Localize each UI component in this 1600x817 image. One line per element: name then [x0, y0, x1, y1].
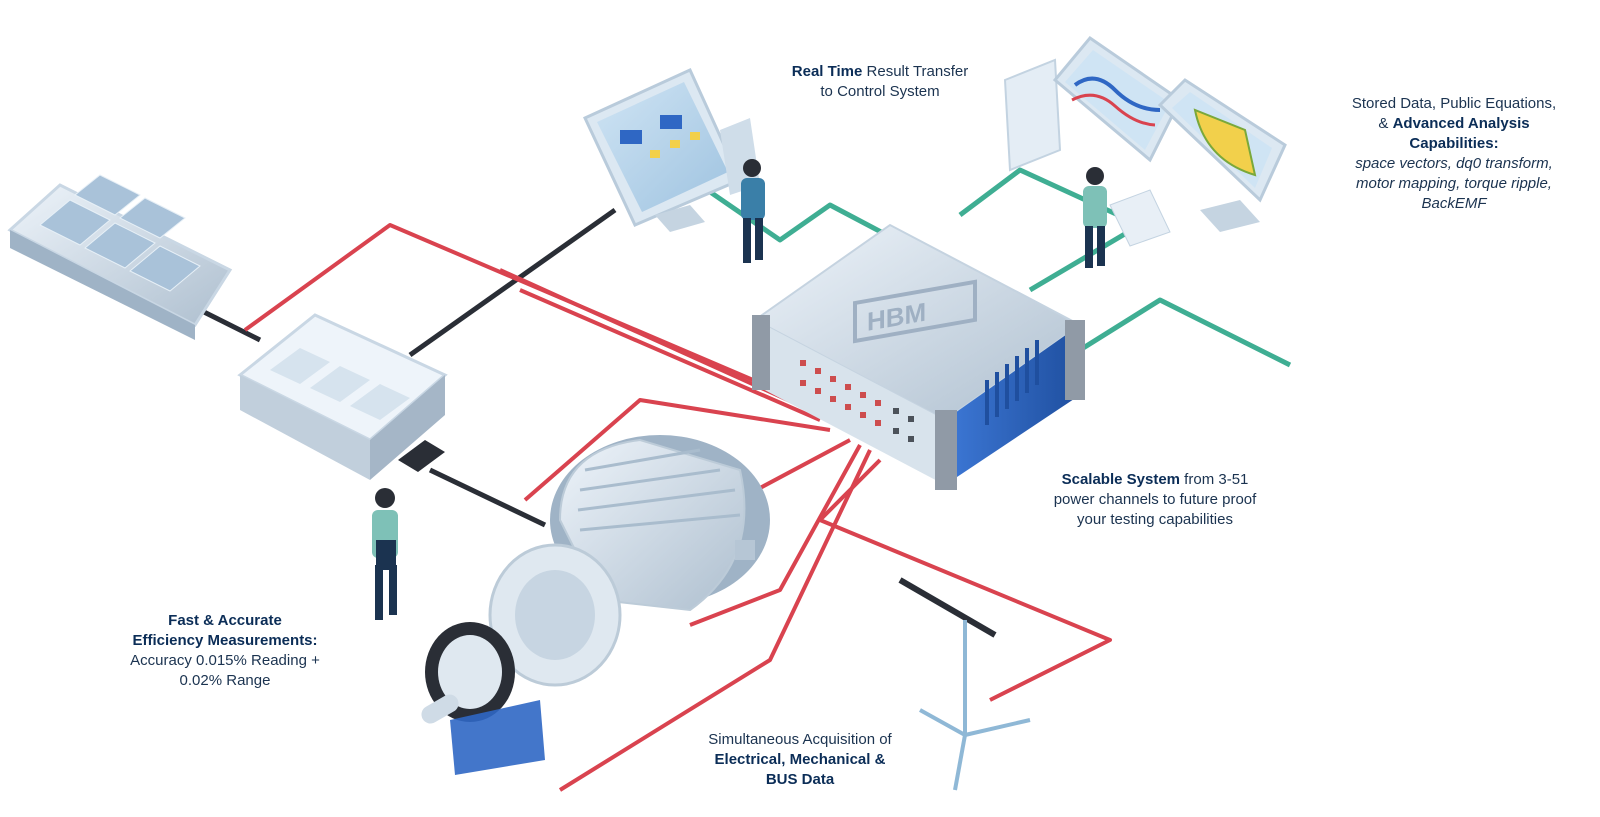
operator-person-right [1083, 167, 1107, 268]
callout-efficiency-line3: Accuracy 0.015% Reading + [130, 652, 320, 669]
operator-person-left [372, 488, 398, 620]
callout-realtime-line2: to Control System [820, 83, 940, 100]
control-monitor [583, 68, 760, 232]
callout-acquisition-line2: Electrical, Mechanical & [714, 751, 886, 768]
black-cables [198, 207, 617, 528]
callout-stored-line3-bold: Capabilities: [1409, 135, 1499, 152]
callout-acquisition-line3: BUS Data [765, 771, 835, 788]
red-cables [243, 223, 1112, 792]
callout-efficiency-line2: Efficiency Measurements: [132, 632, 318, 649]
battery-pack [7, 174, 233, 340]
callout-scalable-rest: from 3-51 [1180, 471, 1249, 488]
inverter-box [237, 313, 448, 480]
callout-realtime: Real Time Result Transfer to Control Sys… [760, 62, 1000, 102]
operator-person-center [741, 159, 765, 263]
callout-stored-line4: space vectors, dq0 transform, [1355, 155, 1553, 172]
callout-acquisition-line1: Simultaneous Acquisition of [708, 731, 892, 748]
callout-stored-line6: BackEMF [1421, 195, 1487, 212]
electric-motor [421, 435, 770, 775]
analysis-workstation [1003, 35, 1287, 247]
callout-stored-line2-bold: Advanced Analysis [1392, 115, 1530, 132]
callout-stored-line5: motor mapping, torque ripple, [1356, 175, 1552, 192]
callout-scalable-line3: your testing capabilities [1077, 511, 1233, 528]
callout-stored-data: Stored Data, Public Equations, & Advance… [1318, 94, 1590, 214]
callout-realtime-rest: Result Transfer [862, 63, 969, 80]
callout-stored-line2-pre: & [1378, 115, 1393, 132]
callout-efficiency: Fast & Accurate Efficiency Measurements:… [105, 611, 345, 691]
callout-scalable-bold: Scalable System [1061, 471, 1181, 488]
callout-efficiency-line4: 0.02% Range [179, 672, 271, 689]
hbm-device: HBM [752, 223, 1085, 490]
callout-stored-line1: Stored Data, Public Equations, [1351, 95, 1557, 112]
callout-scalable-line2: power channels to future proof [1053, 491, 1257, 508]
callout-acquisition: Simultaneous Acquisition of Electrical, … [680, 730, 920, 790]
microphone-stand [898, 577, 1031, 791]
callout-scalable: Scalable System from 3-51 power channels… [1020, 470, 1290, 530]
callout-efficiency-line1: Fast & Accurate [168, 612, 282, 629]
callout-realtime-bold: Real Time [791, 63, 863, 80]
